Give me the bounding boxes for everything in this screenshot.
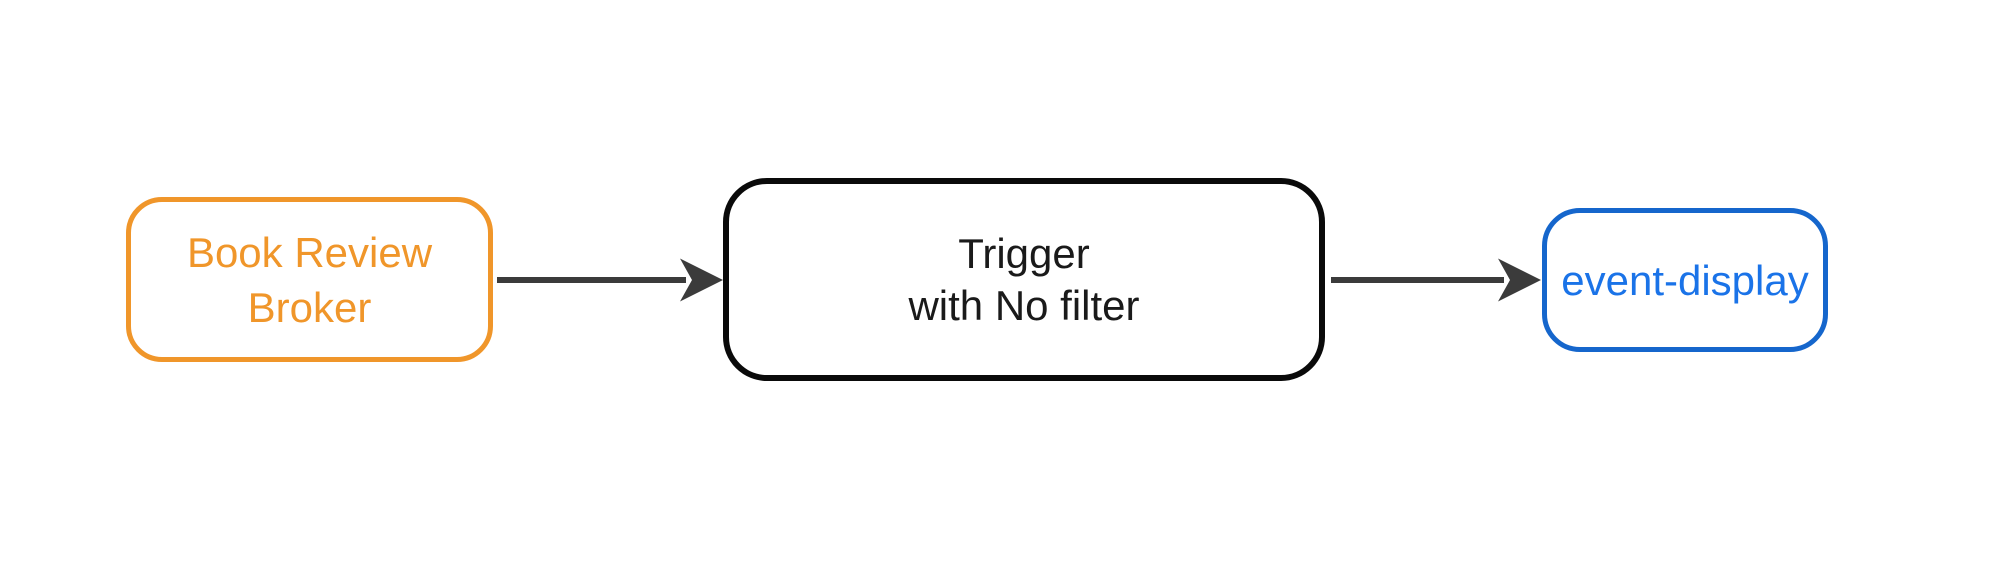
node-label: Trigger with No filter (908, 228, 1139, 332)
node-label-line: Broker (247, 283, 372, 331)
node-label-line: event-display (1561, 256, 1809, 304)
node-label: Book Review Broker (187, 225, 432, 335)
edge-broker-to-trigger (497, 258, 723, 302)
node-book-review-broker: Book Review Broker (126, 197, 493, 362)
edge-arrowhead-icon (1498, 258, 1541, 302)
node-label: event-display (1561, 253, 1808, 308)
node-event-display: event-display (1542, 208, 1828, 352)
node-trigger-with-no-filter: Trigger with No filter (723, 178, 1325, 381)
node-label-line: Trigger (958, 229, 1090, 277)
node-label-line: Book Review (186, 228, 433, 276)
node-label-line: with No filter (908, 281, 1140, 329)
edge-trigger-to-event-display (1331, 258, 1541, 302)
edge-arrowhead-icon (680, 258, 723, 302)
